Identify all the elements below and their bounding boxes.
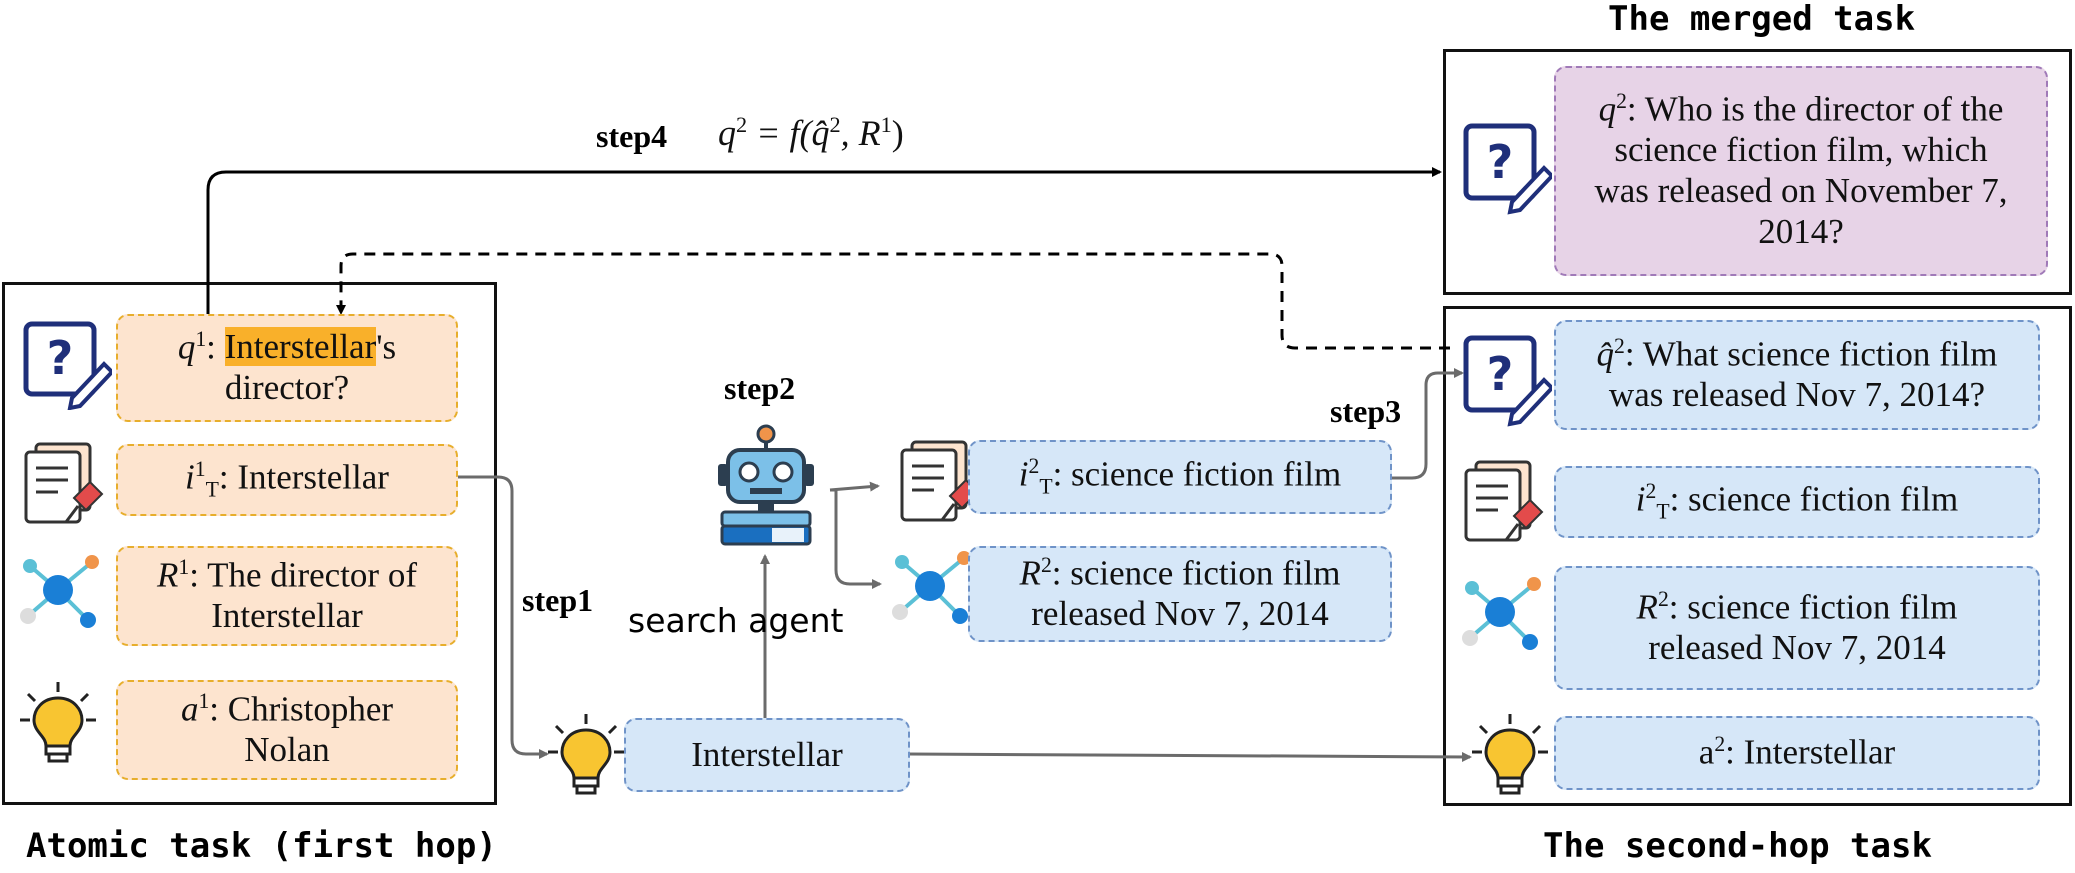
network-icon [1462,577,1541,650]
merged-question: q2: Who is the director of the science f… [1554,66,2048,276]
first-hop-answer: a1: Christopher Nolan [116,680,458,780]
atomic-task-frame [2,282,497,805]
second-hop-question: q̂2: What science fiction film was relea… [1554,320,2040,430]
agent-to-relation-arrow [830,488,882,589]
search-agent-label: search agent [628,601,844,640]
first-hop-question-line2: director? [224,368,350,408]
question-edit-icon: ? [1463,123,1552,215]
highlighted-entity: Interstellar [224,327,377,367]
document-pin-icon [24,442,104,524]
question-edit-icon: ? [1463,335,1552,427]
robot-icon [718,424,814,546]
step1-label: step1 [522,582,594,618]
document-pin-icon [1464,460,1544,542]
second-hop-relation: R2: science fiction film released Nov 7,… [1554,566,2040,690]
step4-arrow [206,167,1442,314]
middle-intent: i2T: science fiction film [968,440,1392,514]
network-icon [892,551,971,624]
middle-relation: R2: science fiction film released Nov 7,… [968,546,1392,642]
step4-label: step4 [596,118,668,154]
lightbulb-icon [1472,714,1548,795]
step1-arrow [456,475,549,759]
dashed-feedback-arrow [336,252,1450,350]
merged-task-caption: The merged task [1608,0,1916,39]
svg-text:?: ? [1487,135,1514,189]
question-edit-icon: ? [23,321,112,410]
agent-to-intent-arrow [829,481,880,492]
second-hop-answer: a2: Interstellar [1554,716,2040,790]
merged-task-frame [1443,49,2072,295]
step4-formula: q2 = f(q̂2, R1) [718,112,904,153]
second-hop-frame [1443,306,2072,806]
first-hop-question: q1: Interstellar's director? [116,314,458,422]
step3-label: step3 [1330,393,1402,429]
step3-arrow [1390,368,1464,480]
svg-text:?: ? [1487,347,1514,401]
first-hop-question-line1: q1: Interstellar's [177,326,397,367]
network-icon [20,555,99,628]
second-hop-intent: i2T: science fiction film [1554,466,2040,538]
first-hop-relation: R1: The director of Interstellar [116,546,458,646]
first-hop-intent: i1T: Interstellar [116,444,458,516]
atomic-task-caption: Atomic task (first hop) [26,826,497,866]
lightbulb-icon [20,682,96,763]
answer-to-second-hop-arrow [907,751,1472,762]
middle-answer: Interstellar [624,718,910,792]
step2-label: step2 [724,370,796,406]
svg-text:?: ? [47,331,74,385]
second-hop-caption: The second-hop task [1543,826,1932,866]
lightbulb-icon [548,714,624,795]
